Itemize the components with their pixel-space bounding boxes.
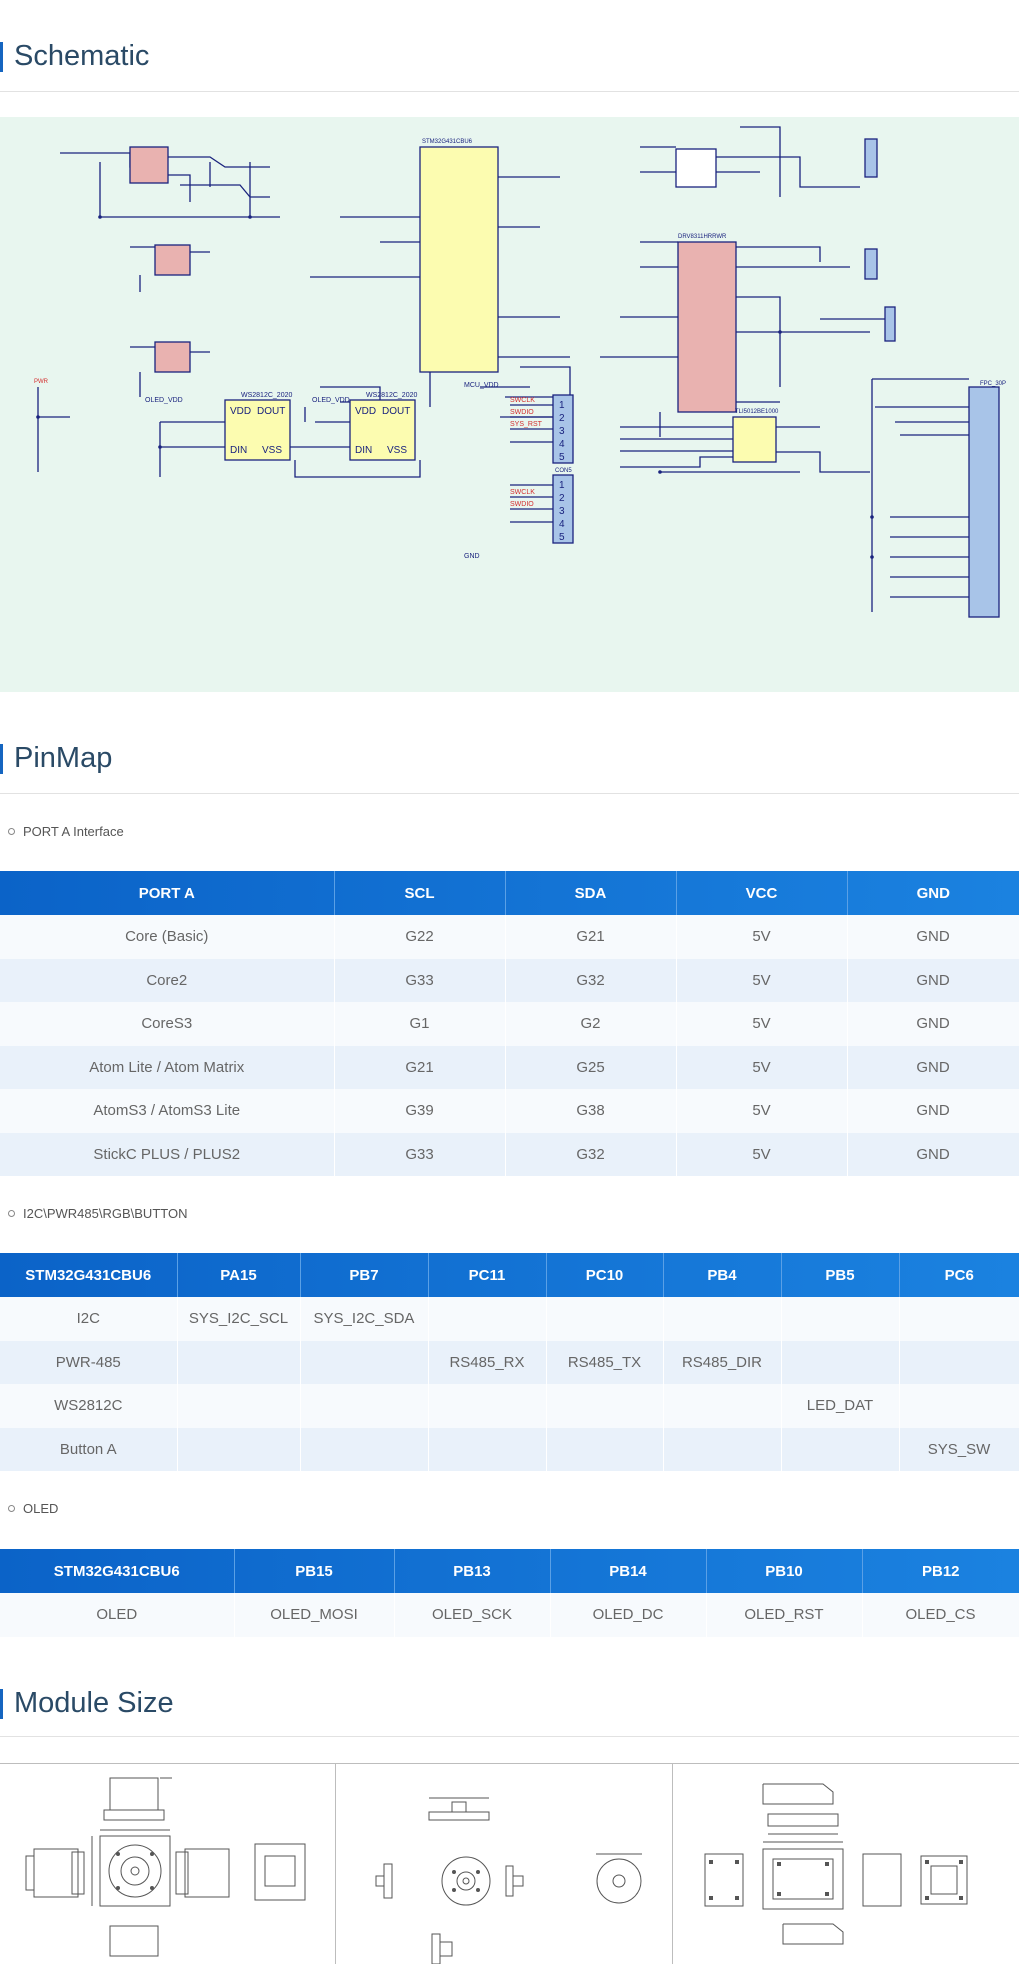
- svg-text:3: 3: [559, 426, 565, 437]
- svg-text:2: 2: [559, 493, 565, 504]
- schematic-image: WS2812C_2020 WS2812C_2020 VDD DOUT DIN V…: [0, 117, 1019, 692]
- dimension-drawing-3: [672, 1764, 1019, 1964]
- schematic-drawing: WS2812C_2020 WS2812C_2020 VDD DOUT DIN V…: [34, 126, 1006, 618]
- svg-text:2: 2: [559, 413, 565, 424]
- column-header: SCL: [334, 871, 506, 915]
- oled-vdd-net-1: OLED_VDD: [145, 397, 183, 404]
- u5-label: WS2812C_2020: [366, 392, 417, 399]
- tli-part-label: TLI5012BE1000: [735, 409, 779, 415]
- gnd-net-1: GND: [464, 553, 480, 560]
- column-header: GND: [916, 884, 950, 902]
- svg-text:5: 5: [559, 532, 565, 543]
- dimension-drawing-2: [335, 1764, 672, 1964]
- sys-rst-net: SYS_RST: [510, 421, 543, 428]
- heading-accent-bar: [0, 42, 3, 72]
- column-header: PORT A: [0, 871, 335, 915]
- heading-accent-bar: [0, 1689, 3, 1719]
- module-size-drawings: [0, 1763, 1019, 1964]
- svg-text:3: 3: [559, 506, 565, 517]
- divider: [0, 1736, 1019, 1737]
- u5-vss: VSS: [387, 445, 407, 456]
- driver-part-label: DRV8311HRRWR: [678, 234, 727, 240]
- column-header: PB14: [550, 1549, 707, 1593]
- u4-label: WS2812C_2020: [241, 392, 292, 399]
- u5-din: DIN: [355, 445, 372, 456]
- svg-text:5: 5: [559, 452, 565, 463]
- column-header: PB13: [394, 1549, 551, 1593]
- schematic-heading: Schematic: [0, 34, 1019, 74]
- u5-vdd: VDD: [355, 406, 376, 417]
- swdio-net-2: SWDIO: [510, 501, 534, 508]
- schematic-title: Schematic: [14, 40, 150, 72]
- column-header: PC10: [546, 1253, 664, 1297]
- module-size-heading: Module Size: [0, 1681, 1019, 1721]
- svg-text:4: 4: [559, 519, 565, 530]
- pinmap-heading: PinMap: [0, 736, 1019, 776]
- column-header: PB5: [781, 1253, 900, 1297]
- u4-din: DIN: [230, 445, 247, 456]
- table-header-row: PORT A SCL SDA VCC GND: [0, 871, 1019, 915]
- bullet-icon: [8, 1505, 15, 1512]
- swclk-net-2: SWCLK: [510, 489, 535, 496]
- module-size-title: Module Size: [14, 1687, 174, 1719]
- u4-vdd: VDD: [230, 406, 251, 417]
- mcu-vdd-net-1: MCU_VDD: [464, 382, 499, 389]
- column-header: SDA: [505, 871, 677, 915]
- swdio-net: SWDIO: [510, 409, 534, 416]
- column-header: PA15: [177, 1253, 301, 1297]
- divider: [0, 793, 1019, 794]
- i2c-group-label: I2C\PWR485\RGB\BUTTON: [8, 1206, 187, 1221]
- column-header: PB4: [663, 1253, 782, 1297]
- table-header-row: STM32G431CBU6 PA15 PB7 PC11 PC10 PB4 PB5…: [0, 1253, 1019, 1297]
- svg-text:1: 1: [559, 400, 565, 411]
- i2c-table: STM32G431CBU6 PA15 PB7 PC11 PC10 PB4 PB5…: [0, 1253, 1019, 1471]
- port-a-label: PORT A Interface: [8, 824, 124, 839]
- column-header: PB10: [706, 1549, 863, 1593]
- svg-text:4: 4: [559, 439, 565, 450]
- svg-text:1: 1: [559, 480, 565, 491]
- oled-vdd-net-2: OLED_VDD: [312, 397, 350, 404]
- divider: [0, 91, 1019, 92]
- bullet-icon: [8, 828, 15, 835]
- u4-dout: DOUT: [257, 406, 285, 417]
- oled-table: STM32G431CBU6 PB15 PB13 PB14 PB10 PB12 O…: [0, 1549, 1019, 1637]
- column-header: PC6: [944, 1266, 974, 1284]
- mcu-part-label: STM32G431CBU6: [422, 139, 473, 145]
- column-header: PB7: [300, 1253, 429, 1297]
- oled-label: OLED: [8, 1501, 58, 1516]
- column-header: VCC: [676, 871, 848, 915]
- u4-vss: VSS: [262, 445, 282, 456]
- con5-label: CON5: [555, 468, 572, 474]
- column-header: STM32G431CBU6: [0, 1549, 235, 1593]
- u5-dout: DOUT: [382, 406, 410, 417]
- column-header: PB15: [234, 1549, 395, 1593]
- table-header-row: STM32G431CBU6 PB15 PB13 PB14 PB10 PB12: [0, 1549, 1019, 1593]
- heading-accent-bar: [0, 744, 3, 774]
- pwr-net: PWR: [34, 379, 49, 385]
- column-header: PB12: [921, 1562, 960, 1580]
- bullet-icon: [8, 1210, 15, 1217]
- column-header: PC11: [428, 1253, 547, 1297]
- fpc-label: FPC_30P: [980, 381, 1006, 387]
- column-header: STM32G431CBU6: [0, 1253, 178, 1297]
- dimension-drawing-1: [0, 1764, 335, 1964]
- pinmap-title: PinMap: [14, 742, 113, 774]
- swclk-net: SWCLK: [510, 397, 535, 404]
